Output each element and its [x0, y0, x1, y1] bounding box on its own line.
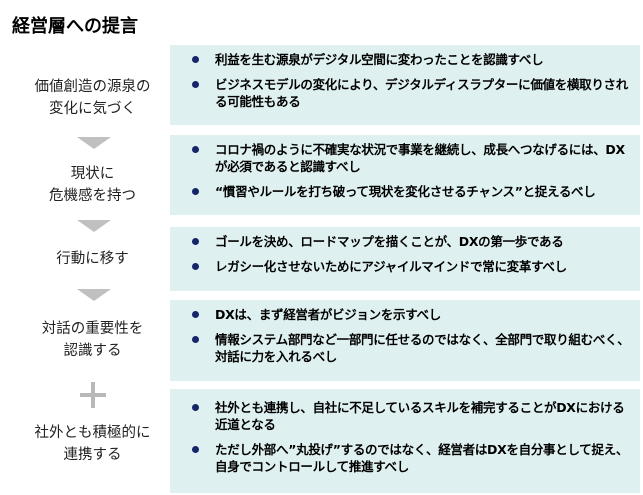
list-item: “慣習やルールを打ち破って現状を変化させるチャンス”と捉えるべし — [186, 183, 632, 200]
item-text: 情報システム部門など一部門に任せるのではなく、全部門で取り組むべく、対話に力を入… — [215, 332, 630, 364]
label-line: 危機感を持つ — [49, 188, 136, 204]
list-item: 利益を生む源泉がデジタル空間に変わったことを認識すべし — [186, 51, 632, 68]
chevron-down-icon — [77, 289, 111, 301]
recommendation-box: 社外とも連携し、自社に不足しているスキルを補完することがDXにおける近道となる … — [170, 389, 640, 493]
bullet-icon — [192, 238, 199, 245]
bullet-icon — [192, 81, 199, 88]
bullet-icon — [192, 404, 199, 411]
label-line: 連携する — [63, 447, 122, 463]
label-line: 認識する — [63, 343, 122, 359]
label-line: 変化に気づく — [49, 101, 136, 117]
label-line: 行動に移す — [56, 251, 129, 267]
chevron-down-icon — [77, 137, 111, 149]
label-line: 価値創造の源泉の — [34, 79, 151, 95]
list-item: DXは、まず経営者がビジョンを示すべし — [186, 306, 632, 323]
list-item: 情報システム部門など一部門に任せるのではなく、全部門で取り組むべく、対話に力を入… — [186, 331, 632, 365]
bullet-icon — [192, 263, 199, 270]
item-text: ビジネスモデルの変化により、デジタルディスラプターに価値を横取りされる可能性もあ… — [215, 77, 628, 109]
plus-icon — [80, 382, 106, 408]
label-line: 現状に — [70, 166, 115, 182]
item-text: コロナ禍のように不確実な状況で事業を継続し、成長へつなげるには、DXが必須である… — [215, 142, 625, 174]
section-label: 価値創造の源泉の変化に気づく — [0, 76, 185, 120]
item-text: “慣習やルールを打ち破って現状を変化させるチャンス”と捉えるべし — [215, 184, 596, 199]
recommendation-box: 利益を生む源泉がデジタル空間に変わったことを認識すべし ビジネスモデルの変化によ… — [170, 45, 640, 125]
recommendation-box: ゴールを決め、ロードマップを描くことが、DXの第一歩である レガシー化させないた… — [170, 227, 640, 291]
recommendation-box: コロナ禍のように不確実な状況で事業を継続し、成長へつなげるには、DXが必須である… — [170, 135, 640, 215]
list-item: 社外とも連携し、自社に不足しているスキルを補完することがDXにおける近道となる — [186, 399, 632, 433]
item-text: 社外とも連携し、自社に不足しているスキルを補完することがDXにおける近道となる — [215, 400, 625, 432]
item-text: ゴールを決め、ロードマップを描くことが、DXの第一歩である — [215, 234, 564, 249]
bullet-icon — [192, 56, 199, 63]
chevron-down-icon — [77, 220, 111, 232]
item-text: 利益を生む源泉がデジタル空間に変わったことを認識すべし — [215, 52, 544, 67]
section-label: 現状に危機感を持つ — [0, 163, 185, 207]
bullet-icon — [192, 446, 199, 453]
label-line: 対話の重要性を — [41, 321, 144, 337]
list-item: レガシー化させないためにアジャイルマインドで常に変革すべし — [186, 258, 632, 275]
label-line: 社外とも積極的に — [34, 425, 151, 441]
section-label: 社外とも積極的に連携する — [0, 422, 185, 466]
list-item: ビジネスモデルの変化により、デジタルディスラプターに価値を横取りされる可能性もあ… — [186, 76, 632, 110]
bullet-icon — [192, 311, 199, 318]
list-item: ただし外部へ”丸投げ”するのではなく、経営者はDXを自分事として捉え、自身でコン… — [186, 441, 632, 475]
list-item: ゴールを決め、ロードマップを描くことが、DXの第一歩である — [186, 233, 632, 250]
section-label: 対話の重要性を認識する — [0, 318, 185, 362]
item-text: レガシー化させないためにアジャイルマインドで常に変革すべし — [215, 259, 567, 274]
page-title: 経営層への提言 — [12, 16, 138, 37]
section-label: 行動に移す — [0, 248, 185, 270]
recommendation-box: DXは、まず経営者がビジョンを示すべし 情報システム部門など一部門に任せるのでは… — [170, 300, 640, 381]
bullet-icon — [192, 188, 199, 195]
bullet-icon — [192, 146, 199, 153]
bullet-icon — [192, 336, 199, 343]
list-item: コロナ禍のように不確実な状況で事業を継続し、成長へつなげるには、DXが必須である… — [186, 141, 632, 175]
item-text: DXは、まず経営者がビジョンを示すべし — [215, 307, 441, 322]
item-text: ただし外部へ”丸投げ”するのではなく、経営者はDXを自分事として捉え、自身でコン… — [215, 442, 629, 474]
